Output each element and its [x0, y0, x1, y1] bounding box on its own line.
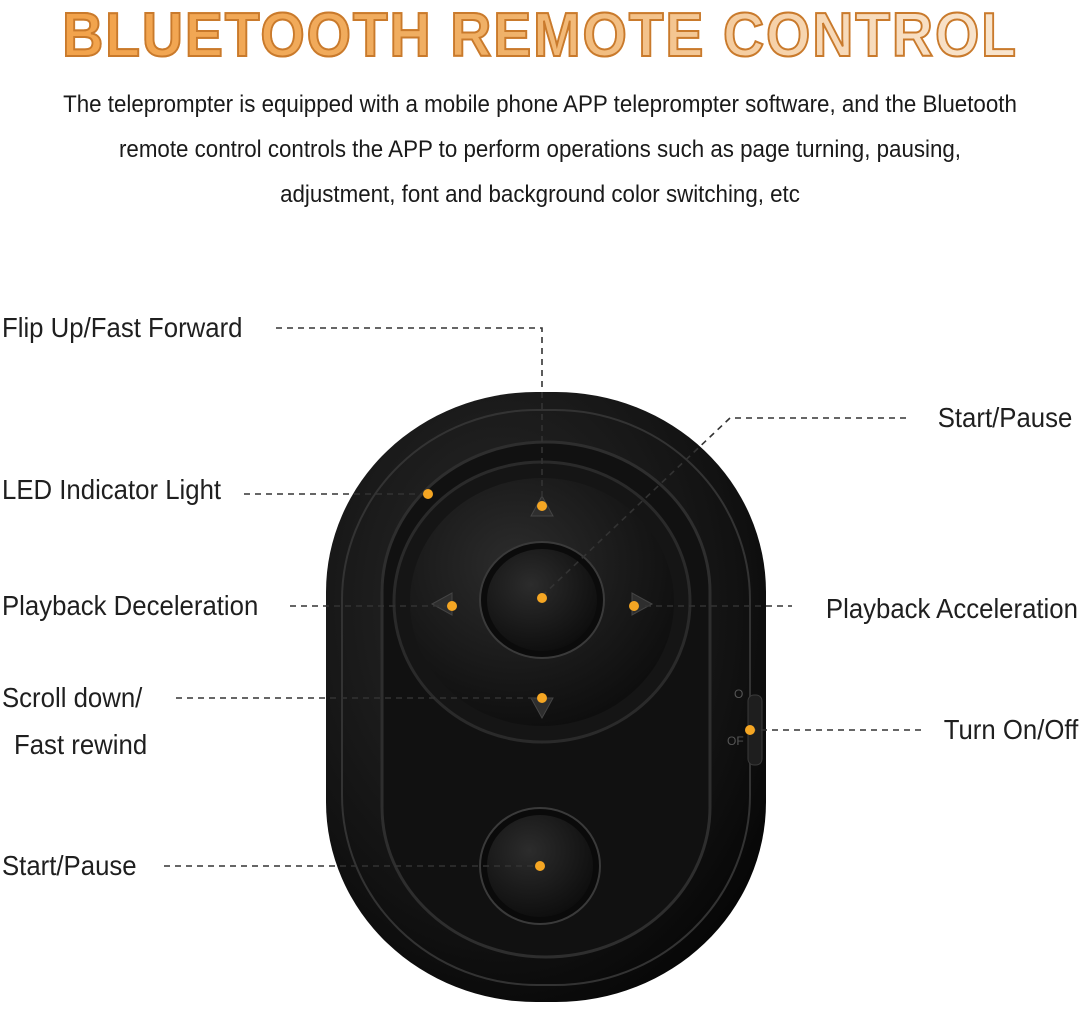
label-scroll-down-line1: Scroll down/	[2, 682, 143, 713]
label-flip-up: Flip Up/Fast Forward	[2, 312, 243, 343]
label-led-indicator: LED Indicator Light	[2, 474, 222, 505]
label-scroll-down-line2: Fast rewind	[14, 729, 148, 760]
bottom-dot	[535, 861, 545, 871]
up-dot	[537, 501, 547, 511]
right-dot	[629, 601, 639, 611]
description-line-3: adjustment, font and background color sw…	[280, 181, 800, 208]
description: The teleprompter is equipped with a mobi…	[38, 82, 1042, 217]
label-playback-acceleration: Playback Acceleration	[825, 593, 1078, 624]
description-line-2: remote control controls the APP to perfo…	[118, 136, 962, 163]
leader-start-top	[541, 417, 906, 597]
led-indicator-dot	[423, 489, 433, 499]
accent-dots	[423, 489, 755, 871]
center-dot	[537, 593, 547, 603]
label-start-pause-top: Start/Pause	[937, 402, 1072, 433]
label-turn-on-off: Turn On/Off	[943, 714, 1078, 745]
page-title: BLUETOOTH REMOTE CONTROL	[43, 0, 1037, 80]
switch-dot	[745, 725, 755, 735]
down-dot	[537, 693, 547, 703]
switch-off-text: OF	[727, 734, 744, 748]
leader-lines	[164, 327, 922, 867]
leader-flip-up	[276, 327, 543, 502]
label-start-pause-bottom: Start/Pause	[2, 850, 137, 881]
description-line-1: The teleprompter is equipped with a mobi…	[63, 91, 1017, 118]
left-dot	[447, 601, 457, 611]
switch-on-text: O	[734, 687, 743, 701]
label-playback-deceleration: Playback Deceleration	[2, 590, 259, 621]
